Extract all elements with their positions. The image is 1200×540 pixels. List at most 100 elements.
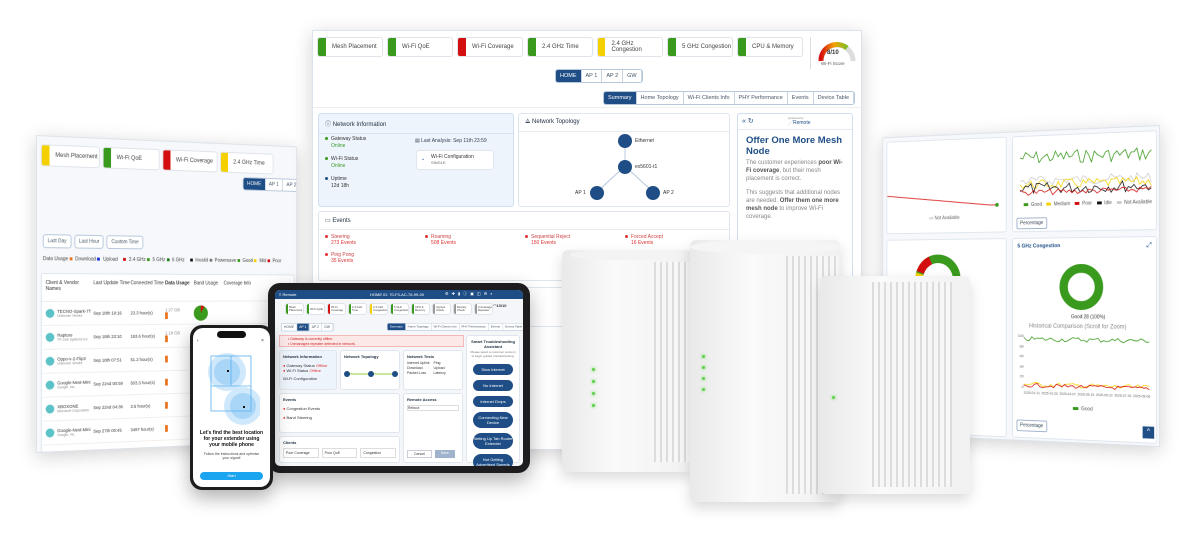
legend-item[interactable]: Poor: [1075, 201, 1092, 207]
health-card[interactable]: Density Check: [453, 303, 472, 315]
legend-item[interactable]: Medium: [1047, 201, 1071, 207]
column-header[interactable]: Coverage Info: [224, 281, 259, 295]
health-card[interactable]: Mesh Placement: [285, 303, 304, 315]
column-header[interactable]: Data Usage: [165, 281, 194, 295]
health-card[interactable]: Wi-Fi QoE: [103, 147, 160, 171]
assistant-option-button[interactable]: Connecting New Device: [473, 412, 513, 428]
health-card[interactable]: 5 GHz Congestion: [390, 303, 409, 315]
menu-icon[interactable]: ≡: [279, 292, 281, 297]
column-header[interactable]: Last Update Time: [93, 280, 130, 295]
gateway-node[interactable]: [618, 160, 632, 174]
tab[interactable]: AP 2: [283, 179, 297, 191]
tab[interactable]: Wi-Fi Clients Info: [684, 92, 735, 104]
vendor-name: Unknown Vendor: [57, 361, 86, 366]
client-category[interactable]: Poor QoE: [322, 448, 358, 458]
refresh-icon[interactable]: ↻: [748, 118, 754, 125]
tab[interactable]: GW: [623, 70, 641, 82]
collapse-icon[interactable]: «: [742, 118, 746, 125]
column-header[interactable]: Connected Time: [130, 280, 165, 295]
assistant-option-button[interactable]: Internet Drops: [473, 396, 513, 407]
phone-screen: ‹ × Let's find the best location for you…: [193, 328, 270, 487]
health-card[interactable]: 2.4 GHz Time: [348, 303, 367, 315]
tab[interactable]: HOME: [556, 70, 582, 82]
event-item[interactable]: Ping Pong35 Events: [325, 252, 425, 264]
event-item[interactable]: Steering273 Events: [325, 234, 425, 246]
tab[interactable]: AP 2: [309, 324, 321, 331]
save-button[interactable]: Save: [435, 450, 455, 458]
status-list: Gateway Status Online Wi-Fi Status Onlin…: [325, 136, 366, 190]
health-card[interactable]: Mesh Placement: [41, 144, 100, 168]
reboot-button[interactable]: Reboot: [407, 405, 459, 411]
health-card[interactable]: 5 GHz Congestion: [667, 37, 733, 57]
table-row[interactable]: TECNO-Spark-7TUnknown VendorSep 18th 19:…: [42, 301, 294, 326]
card-title: Network Information: [333, 122, 387, 128]
legend-item[interactable]: Good: [1024, 202, 1042, 208]
tab[interactable]: AP 1: [582, 70, 603, 82]
tab[interactable]: Home Topology: [405, 324, 431, 331]
ap1-node[interactable]: [590, 186, 604, 200]
tab[interactable]: PHY Performance: [459, 324, 488, 331]
health-card[interactable]: 2.4 GHz Time: [220, 152, 273, 175]
client-category[interactable]: Poor Coverage: [283, 448, 319, 458]
time-range-button[interactable]: Last Day: [43, 234, 72, 248]
ethernet-node[interactable]: [618, 134, 632, 148]
health-card[interactable]: Wi-Fi Coverage: [162, 149, 217, 172]
tab[interactable]: AP 2: [602, 70, 623, 82]
scroll-top-button[interactable]: ^: [1143, 426, 1155, 438]
tab[interactable]: Events: [489, 324, 503, 331]
assistant-option-button[interactable]: No Internet: [473, 380, 513, 391]
event-item[interactable]: Roaming508 Events: [425, 234, 525, 246]
tab[interactable]: Home Topology: [637, 92, 684, 104]
tab[interactable]: AP 1: [265, 179, 283, 191]
assistant-option-button[interactable]: Setting Up Tab Router Extender: [473, 433, 513, 449]
connected-time: 503.3 hour(s): [130, 380, 165, 386]
x-tick: 2025-05-15: [1078, 393, 1095, 397]
health-card[interactable]: Unmanaged Repeater: [474, 303, 493, 315]
wifi-configuration-dropdown[interactable]: ⌄ Wi-Fi Configuration SINGLE: [416, 150, 494, 170]
start-button[interactable]: Start: [200, 472, 263, 480]
percentage-button[interactable]: Percentage: [1017, 419, 1047, 432]
back-icon[interactable]: ‹: [197, 338, 199, 344]
tab[interactable]: HOME: [244, 178, 266, 190]
assistant-option-button[interactable]: Not Getting Advertised Speeds: [473, 454, 513, 466]
tab[interactable]: Device Table: [814, 92, 854, 104]
column-header[interactable]: Client & Vendor Names: [46, 280, 94, 295]
cancel-button[interactable]: Cancel: [407, 450, 432, 458]
health-card[interactable]: Wi-Fi Coverage: [327, 303, 346, 315]
client-category[interactable]: Congestion: [360, 448, 396, 458]
health-card[interactable]: Wi-Fi QoE: [387, 37, 453, 57]
tab[interactable]: AP 1: [297, 324, 309, 331]
tab[interactable]: Events: [788, 92, 814, 104]
historical-lines: [1024, 333, 1151, 393]
ap2-node[interactable]: [646, 186, 660, 200]
legend-item[interactable]: Idle: [1097, 200, 1112, 206]
health-card[interactable]: Ingress Check: [432, 303, 451, 315]
tab[interactable]: PHY Performance: [735, 92, 788, 104]
event-item[interactable]: Sequential Reject150 Events: [525, 234, 625, 246]
tab[interactable]: HOME: [282, 324, 297, 331]
percentage-button[interactable]: Percentage: [1017, 217, 1047, 229]
expand-icon[interactable]: ⤢: [1146, 242, 1151, 250]
tab[interactable]: Wi-Fi Clients Info: [431, 324, 459, 331]
time-range-button[interactable]: Custom Time: [107, 235, 143, 249]
health-card[interactable]: 2.4 GHz Congestion: [369, 303, 388, 315]
tab[interactable]: Device Table: [503, 324, 523, 331]
tab[interactable]: GW: [322, 324, 333, 331]
assistant-option-button[interactable]: Slow Internet: [473, 364, 513, 375]
tab[interactable]: Summary: [604, 92, 637, 104]
legend-item[interactable]: Not Available: [1117, 199, 1152, 206]
column-header[interactable]: Band Usage: [194, 281, 224, 295]
health-card[interactable]: CPU & Memory: [411, 303, 430, 315]
health-card[interactable]: Wi-Fi Coverage: [457, 37, 523, 57]
close-icon[interactable]: ×: [261, 338, 264, 344]
health-card[interactable]: 2.4 GHz Time: [527, 37, 593, 57]
y-tick: 0: [1013, 384, 1024, 389]
health-card[interactable]: Wi-Fi QoE: [306, 303, 325, 315]
health-card[interactable]: 2.4 GHz Congestion: [597, 37, 663, 57]
health-card[interactable]: CPU & Memory: [737, 37, 803, 57]
test-item: Internet Uplink: [407, 361, 433, 365]
time-range-button[interactable]: Last Hour: [74, 235, 104, 249]
health-card[interactable]: Mesh Placement: [317, 37, 383, 57]
toolbar-icons[interactable]: ⚙✚▮ⓘ▣◫⚙⌕: [445, 291, 496, 297]
tab[interactable]: Summary: [388, 324, 406, 331]
